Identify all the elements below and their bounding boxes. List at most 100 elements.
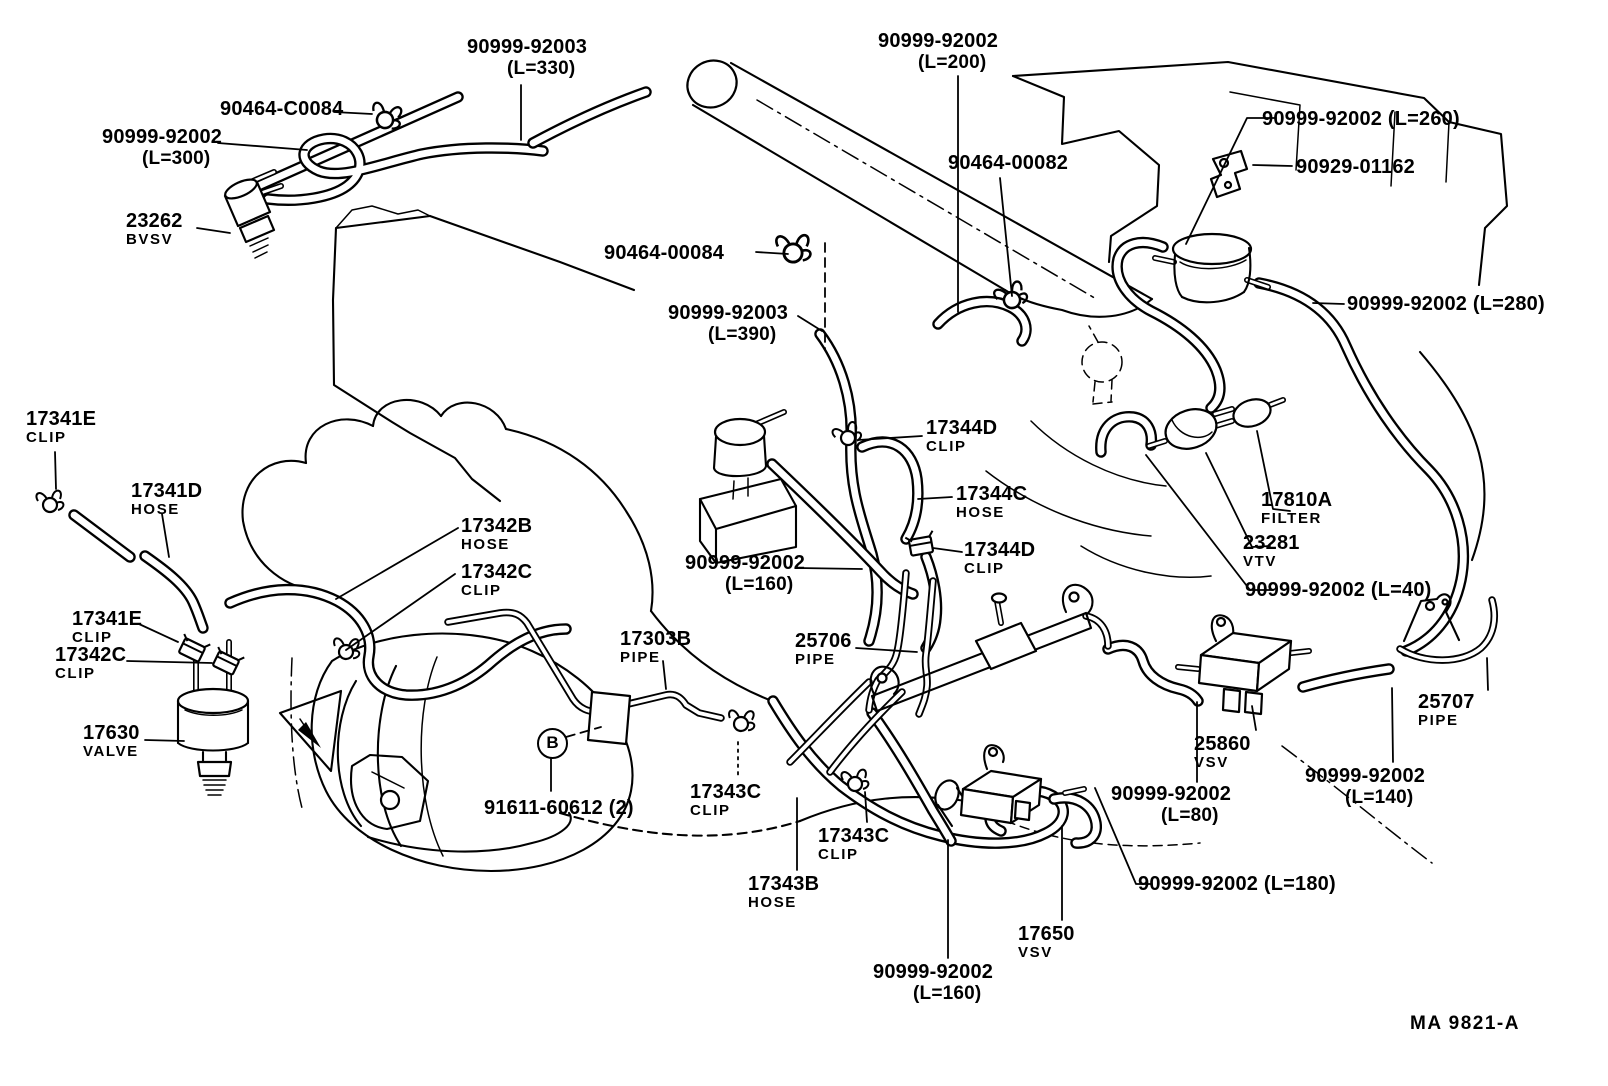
part-number: 25706 <box>795 630 852 652</box>
egr-valve-part <box>698 412 798 565</box>
part-type: VALVE <box>83 743 139 761</box>
part-number: 25707 <box>1418 691 1475 713</box>
part-number: 17343C <box>818 825 890 847</box>
vsv-17650-part <box>934 744 1084 828</box>
part-number: 91611-60612 (2) <box>484 797 634 819</box>
label-clip-17342c-mid: 17342C CLIP <box>461 561 532 600</box>
part-number: 90999-92002 <box>685 552 806 574</box>
part-type: FILTER <box>1261 510 1322 528</box>
label-clip-17343c-right: 17343C CLIP <box>818 825 889 864</box>
label-bracket-90929: 90929-01162 <box>1296 156 1415 178</box>
part-number: 17341E <box>26 408 97 430</box>
part-number: 90999-92003 <box>467 36 588 58</box>
label-clip-90464-00082: 90464-00082 <box>948 152 1068 174</box>
label-valve-17630: 17630 VALVE <box>83 722 140 761</box>
part-number: 90999-92002 (L=280) <box>1347 293 1545 315</box>
part-type: CLIP <box>964 560 1005 578</box>
bvsv-23262-part <box>223 172 281 259</box>
part-length: (L=200) <box>918 52 987 74</box>
clip-icon <box>725 706 758 735</box>
part-length: (L=390) <box>708 324 777 346</box>
label-hose-l260: 90999-92002 (L=260) <box>1262 108 1460 130</box>
label-hose-l160-bottom: 90999-92002 (L=160) <box>873 961 993 1005</box>
label-filter-17810a: 17810A FILTER <box>1261 489 1332 528</box>
part-type: HOSE <box>131 501 180 519</box>
part-type: HOSE <box>956 504 1005 522</box>
label-hose-l300: 90999-92002 (L=300) <box>102 126 222 170</box>
part-type: HOSE <box>748 894 797 912</box>
part-type: VSV <box>1018 944 1053 962</box>
part-number: 17344D <box>926 417 998 439</box>
label-hose-l140: 90999-92002 (L=140) <box>1305 765 1425 809</box>
part-number: 17810A <box>1261 489 1333 511</box>
label-hose-l330: 90999-92003 (L=330) <box>467 36 587 80</box>
label-vsv-17650: 17650 VSV <box>1018 923 1075 962</box>
label-clip-17341e-lower: 17341E CLIP <box>72 608 142 647</box>
vtv-23281-part <box>1149 403 1232 450</box>
part-number: 90999-92002 <box>878 30 999 52</box>
callout-b: B <box>537 728 568 759</box>
part-type: CLIP <box>818 846 859 864</box>
label-hose-l200: 90999-92002 (L=200) <box>878 30 998 74</box>
part-number: 17303B <box>620 628 692 650</box>
part-number: 90464-00084 <box>604 242 725 264</box>
part-number: 17630 <box>83 722 140 744</box>
label-pipe-25706: 25706 PIPE <box>795 630 852 669</box>
part-number: 90999-92002 <box>1305 765 1426 787</box>
reservoir-part <box>1155 232 1268 304</box>
part-number: 17341D <box>131 480 203 502</box>
part-type: BVSV <box>126 231 174 249</box>
label-hose-17343b: 17343B HOSE <box>748 873 819 912</box>
part-length: (L=300) <box>142 148 211 170</box>
label-hose-17342b: 17342B HOSE <box>461 515 532 554</box>
part-type: PIPE <box>1418 712 1459 730</box>
part-type: PIPE <box>620 649 661 667</box>
label-pipe-17303b: 17303B PIPE <box>620 628 691 667</box>
part-number: 17344C <box>956 483 1028 505</box>
part-number: 90999-92002 (L=40) <box>1245 579 1432 601</box>
label-hose-l390: 90999-92003 (L=390) <box>668 302 788 346</box>
pipe-25707-part <box>1402 593 1461 643</box>
part-number: 17343C <box>690 781 762 803</box>
label-hose-17344c: 17344C HOSE <box>956 483 1027 522</box>
part-type: HOSE <box>461 536 510 554</box>
part-length: (L=160) <box>725 574 794 596</box>
part-type: CLIP <box>690 802 731 820</box>
leader-lines <box>54 75 1489 959</box>
part-number: 90464-00082 <box>948 152 1069 174</box>
part-number: 90999-92003 <box>668 302 789 324</box>
clip-icon <box>773 231 814 266</box>
hoses <box>74 92 1463 843</box>
part-number: 17650 <box>1018 923 1075 945</box>
label-hose-l40: 90999-92002 (L=40) <box>1245 579 1432 601</box>
part-number: 90999-92002 (L=180) <box>1138 873 1336 895</box>
part-number: 90464-C0084 <box>220 98 344 120</box>
label-clip-17343c-left: 17343C CLIP <box>690 781 761 820</box>
part-length: (L=330) <box>507 58 576 80</box>
bracket-90929-part <box>1209 149 1249 199</box>
dashed-pump-part <box>1081 325 1123 405</box>
part-type: CLIP <box>72 629 113 647</box>
part-number: 17342C <box>55 644 127 666</box>
label-clip-17341e-upper: 17341E CLIP <box>26 408 96 447</box>
label-hose-l280: 90999-92002 (L=280) <box>1347 293 1545 315</box>
label-clip-17342c-lower: 17342C CLIP <box>55 644 126 683</box>
part-length: (L=140) <box>1345 787 1414 809</box>
part-number: 17344D <box>964 539 1036 561</box>
vsv-25860-part <box>1178 614 1309 716</box>
label-clip-90464-c0084: 90464-C0084 <box>220 98 343 120</box>
clip-icon <box>174 631 212 665</box>
part-type: CLIP <box>461 582 502 600</box>
clip-icon <box>35 489 65 514</box>
part-number: 90999-92002 <box>873 961 994 983</box>
part-length: (L=80) <box>1161 805 1219 827</box>
part-length: (L=160) <box>913 983 982 1005</box>
pipes <box>448 573 1494 772</box>
label-hose-l180: 90999-92002 (L=180) <box>1138 873 1336 895</box>
label-pipe-25707: 25707 PIPE <box>1418 691 1475 730</box>
part-type: CLIP <box>926 438 967 456</box>
label-bvsv-23262: 23262 BVSV <box>126 210 183 249</box>
label-bolt-91611: 91611-60612 (2) <box>484 797 634 819</box>
